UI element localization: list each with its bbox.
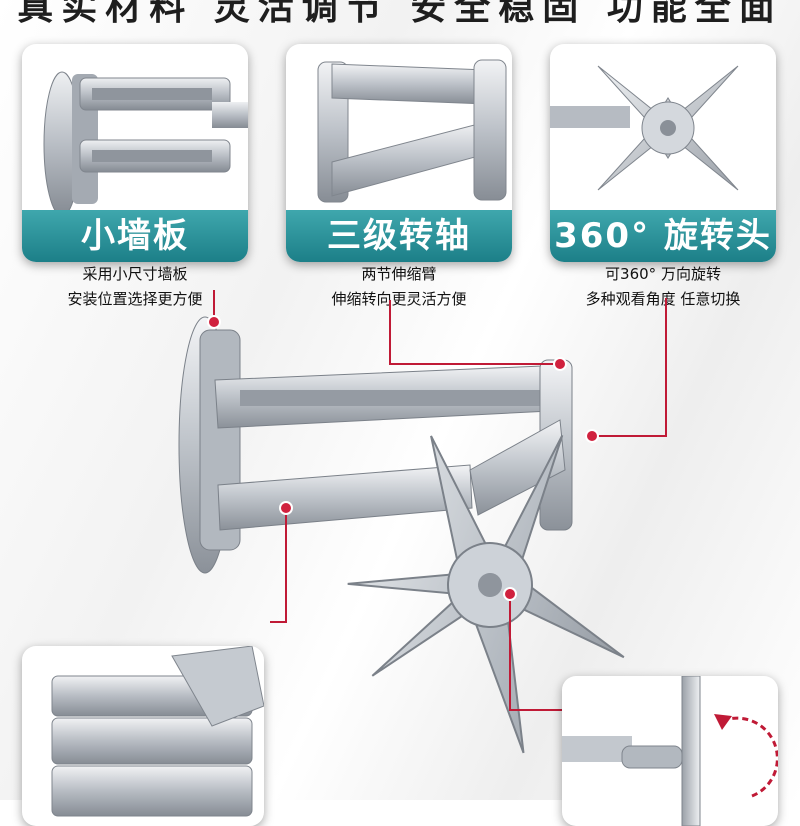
feature-panel-rotating-head: 360° 旋转头 (550, 44, 776, 262)
feature-title-rotating-head: 360° 旋转头 (550, 210, 776, 262)
monitor-arm-main-photo (178, 290, 667, 754)
feature-title-wall-plate: 小墙板 (22, 210, 248, 262)
wall-plate-photo (43, 71, 248, 217)
rotating-head-photo (550, 65, 739, 191)
swivel-arm-photo (317, 59, 507, 203)
rotation-detail-photo (562, 676, 778, 826)
detail-panel-arm-stack (22, 646, 264, 826)
caption-line: 伸缩转向更灵活方便 (331, 290, 467, 308)
feature-title-swivel: 三级转轴 (286, 210, 512, 262)
feature-panel-swivel: 三级转轴 (286, 44, 512, 262)
callout-lines (213, 290, 667, 711)
caption-swivel: 两节伸缩臂 伸缩转向更灵活方便 (286, 262, 512, 312)
caption-line: 多种观看角度 任意切换 (585, 290, 741, 308)
caption-line: 安装位置选择更方便 (67, 290, 203, 308)
caption-line: 两节伸缩臂 (361, 265, 437, 283)
callout-dots (207, 315, 599, 601)
caption-rotating-head: 可360° 万向旋转 多种观看角度 任意切换 (550, 262, 776, 312)
caption-line: 可360° 万向旋转 (605, 265, 721, 283)
detail-panel-rotation (562, 676, 778, 826)
headline: 真实材料 灵活调节 安全稳固 功能全面 (17, 0, 783, 28)
caption-wall-plate: 采用小尺寸墙板 安装位置选择更方便 (22, 262, 248, 312)
arm-stack-photo (51, 646, 264, 817)
feature-panel-wall-plate: 小墙板 (22, 44, 248, 262)
caption-line: 采用小尺寸墙板 (82, 265, 188, 283)
